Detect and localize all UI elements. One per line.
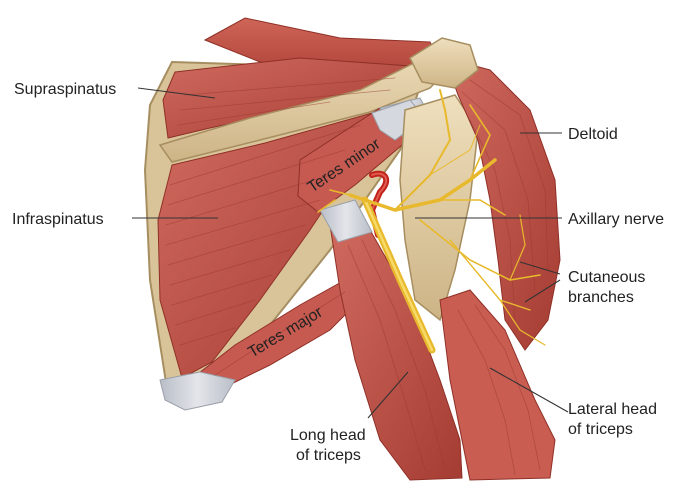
label-infraspinatus: Infraspinatus xyxy=(12,211,104,228)
label-lateral-head-line2: of triceps xyxy=(568,421,633,438)
cutaneous-leader-1 xyxy=(519,261,561,275)
posterior-circumflex-artery xyxy=(368,170,390,238)
cutaneous-leader-2 xyxy=(524,279,561,303)
label-lateral-head-line1: Lateral head xyxy=(568,401,657,418)
teres-major-tendon xyxy=(159,371,236,411)
acromion xyxy=(409,37,479,89)
axillary-nerve xyxy=(317,89,546,354)
label-long-head-line1: Long head xyxy=(290,427,366,444)
lateral-head-leader xyxy=(489,367,569,413)
label-supraspinatus: Supraspinatus xyxy=(14,81,116,98)
label-long-head-line2: of triceps xyxy=(296,447,361,464)
label-cutaneous-line2: branches xyxy=(568,289,634,306)
leader-lines xyxy=(132,87,569,419)
long-head-leader xyxy=(367,371,409,419)
supraspinatus-leader xyxy=(137,87,216,99)
label-deltoid: Deltoid xyxy=(568,126,618,143)
label-axillary-nerve: Axillary nerve xyxy=(568,211,664,228)
long-head-triceps-tendon xyxy=(319,199,373,243)
lateral-head-triceps-muscle xyxy=(439,289,556,481)
label-cutaneous-line1: Cutaneous xyxy=(568,269,645,286)
muscle-fibres xyxy=(165,77,549,476)
